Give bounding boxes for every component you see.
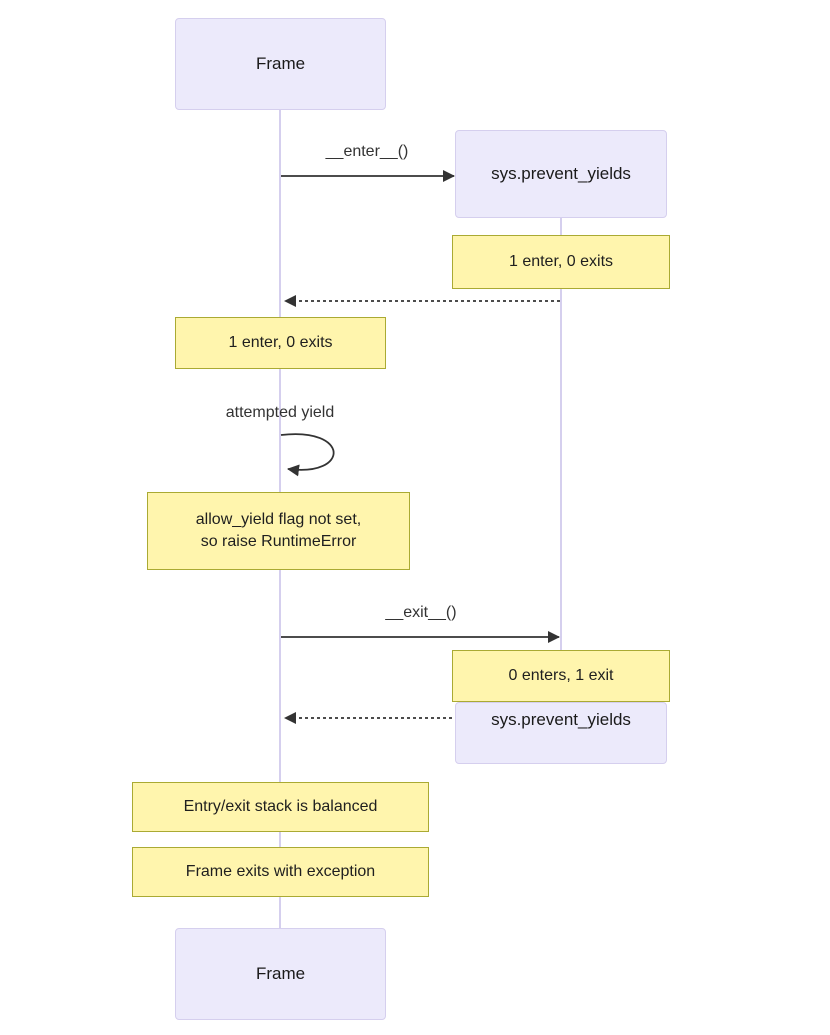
actor-sys-prevent-yields-bottom: sys.prevent_yields bbox=[455, 702, 667, 764]
actor-sys-prevent-yields-top: sys.prevent_yields bbox=[455, 130, 667, 218]
note-sys-after-exit: 0 enters, 1 exit bbox=[452, 650, 670, 702]
note-frame-exception: Frame exits with exception bbox=[132, 847, 429, 897]
actor-frame-bottom: Frame bbox=[175, 928, 386, 1020]
self-loop-label: attempted yield bbox=[225, 404, 335, 421]
enter-message-label: __enter__() bbox=[325, 143, 409, 160]
self-loop-arrow bbox=[280, 433, 335, 477]
actor-frame-top: Frame bbox=[175, 18, 386, 110]
exit-message-label: __exit__() bbox=[385, 604, 457, 621]
note-sys-after-enter: 1 enter, 0 exits bbox=[452, 235, 670, 289]
note-allow-yield-runtime-error: allow_yield flag not set, so raise Runti… bbox=[147, 492, 410, 570]
sys-prevent-yields-lifeline bbox=[560, 218, 562, 702]
note-stack-balanced: Entry/exit stack is balanced bbox=[132, 782, 429, 832]
note-frame-after-enter: 1 enter, 0 exits bbox=[175, 317, 386, 369]
